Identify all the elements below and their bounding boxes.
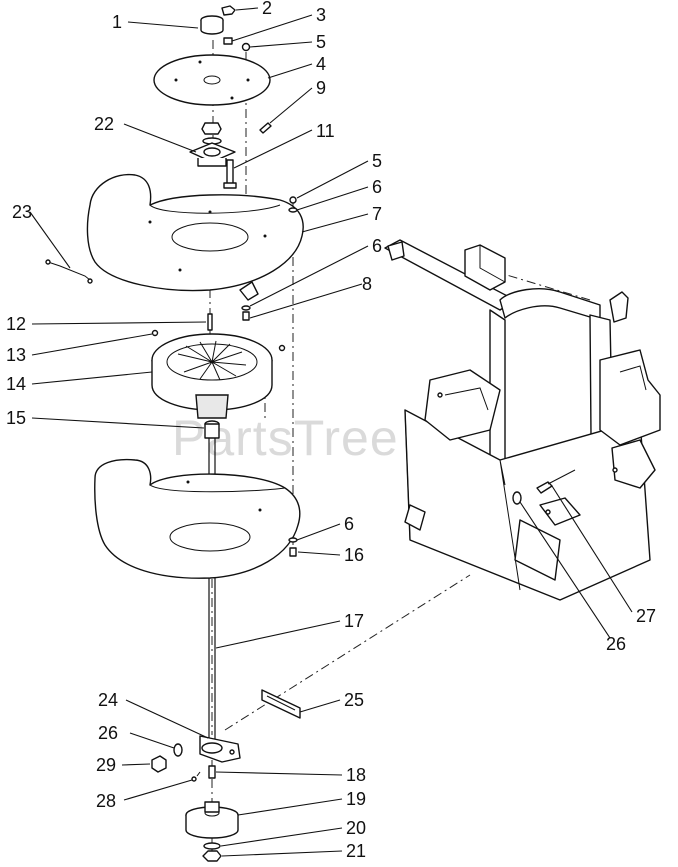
callout-12: 12 xyxy=(6,314,26,334)
nut-part-21 xyxy=(202,850,222,862)
washer-part-26-frame xyxy=(512,491,522,505)
callout-labels: 1 2 3 5 4 9 22 11 5 6 7 23 6 8 12 13 14 … xyxy=(6,0,656,861)
callout-11: 11 xyxy=(316,121,335,141)
impeller-blades xyxy=(177,340,247,381)
cap-part xyxy=(200,15,224,35)
callout-7: 7 xyxy=(372,204,382,224)
pin-part-13 xyxy=(151,329,286,352)
decal-part-25 xyxy=(261,689,301,719)
callout-28: 28 xyxy=(96,791,116,811)
callout-6-mid: 6 xyxy=(372,236,382,256)
callout-21: 21 xyxy=(346,841,366,861)
callout-22: 22 xyxy=(94,114,114,134)
callout-17: 17 xyxy=(344,611,364,631)
upper-housing-part-7 xyxy=(86,173,304,301)
callout-9: 9 xyxy=(316,78,326,98)
callout-15: 15 xyxy=(6,408,26,428)
callout-25: 25 xyxy=(344,690,364,710)
callout-23: 23 xyxy=(12,202,32,222)
callout-6-upper: 6 xyxy=(372,177,382,197)
callout-1: 1 xyxy=(112,12,122,32)
key-part-18 xyxy=(208,765,216,779)
washer-part-3 xyxy=(223,37,233,45)
nut-part-2 xyxy=(221,5,236,16)
callout-27: 27 xyxy=(636,606,656,626)
screw-part-16 xyxy=(289,547,297,557)
coupler-part-15 xyxy=(204,420,220,439)
washer-part-6-lower xyxy=(288,537,298,543)
pin-part-9 xyxy=(259,122,272,134)
bracket-part-24 xyxy=(199,735,241,763)
callout-4: 4 xyxy=(316,54,326,74)
bearing-part-22 xyxy=(189,122,236,167)
callout-6-lower: 6 xyxy=(344,514,354,534)
plate-part-4 xyxy=(153,54,271,106)
callout-20: 20 xyxy=(346,818,366,838)
callout-19: 19 xyxy=(346,789,366,809)
callout-13: 13 xyxy=(6,345,26,365)
callout-3: 3 xyxy=(316,5,326,25)
lower-housing xyxy=(94,458,301,579)
callout-5-top: 5 xyxy=(316,32,326,52)
screw-part-5-top xyxy=(241,42,251,52)
washer-part-6 xyxy=(288,207,298,213)
callout-26-frame: 26 xyxy=(606,634,626,654)
screw-part-5 xyxy=(289,196,297,204)
callout-26-lower: 26 xyxy=(98,723,118,743)
callout-5: 5 xyxy=(372,151,382,171)
callout-24: 24 xyxy=(98,690,118,710)
callout-29: 29 xyxy=(96,755,116,775)
callout-8: 8 xyxy=(362,274,372,294)
bolt-part-29 xyxy=(151,755,167,773)
washer-part-26-lower xyxy=(173,743,183,757)
pulley-part-19 xyxy=(185,801,239,839)
pin-part-28 xyxy=(191,771,201,782)
callout-18: 18 xyxy=(346,765,366,785)
leader-lines xyxy=(29,7,633,857)
screw-part-8 xyxy=(241,305,251,321)
washer-part-20 xyxy=(203,842,221,850)
callout-16: 16 xyxy=(344,545,364,565)
callout-14: 14 xyxy=(6,374,26,394)
bolt-part-11 xyxy=(223,159,237,189)
frame-assembly xyxy=(384,239,661,601)
impeller-part-14 xyxy=(151,333,273,419)
clip-part-23 xyxy=(45,259,93,284)
key-part-12 xyxy=(207,313,213,331)
callout-2: 2 xyxy=(262,0,272,18)
